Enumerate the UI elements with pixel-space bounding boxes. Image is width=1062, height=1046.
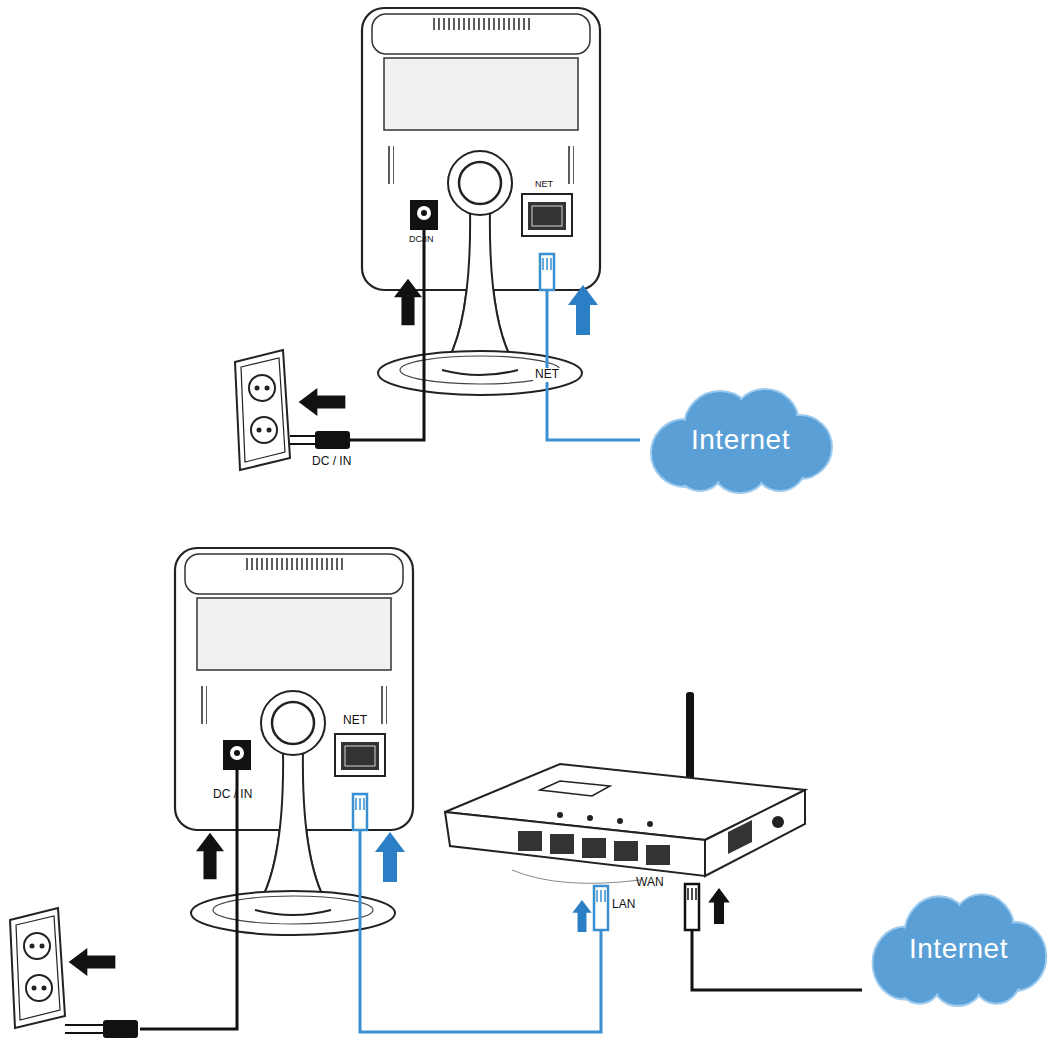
wall-outlet — [235, 350, 290, 470]
port-label: NET — [343, 714, 367, 728]
router-drawing-part — [550, 834, 574, 854]
network-cable — [360, 830, 601, 1032]
router-drawing-part — [687, 888, 689, 900]
router-drawing-part — [685, 884, 699, 930]
arrow-up — [708, 888, 730, 924]
top-set — [235, 8, 600, 470]
power-cord — [140, 770, 237, 1029]
power-cord — [350, 230, 424, 440]
cloud-fill — [874, 896, 1044, 1003]
camera-drawing — [362, 8, 600, 395]
arrow-left — [299, 388, 346, 416]
cloud-puffs — [651, 389, 832, 493]
router-drawing-part — [512, 870, 640, 883]
router-drawing-part — [587, 815, 593, 821]
camera-drawing — [175, 548, 413, 935]
router-drawing-part — [646, 845, 670, 865]
router-drawing-part — [596, 890, 598, 902]
port-label: LAN — [612, 898, 635, 912]
arrow-up-blue — [375, 832, 405, 882]
internet-cloud: Internet — [862, 890, 1054, 1008]
router-drawing-part — [647, 821, 653, 827]
plug-prong — [65, 1024, 103, 1026]
internet-cloud: Internet — [640, 385, 840, 495]
router-drawing-part — [540, 781, 610, 796]
wall-outlet — [10, 908, 65, 1028]
router-drawing-part — [594, 886, 608, 930]
power-plug — [103, 1020, 138, 1038]
cloud-puffs — [873, 894, 1047, 1006]
plug-prong — [65, 1032, 103, 1034]
router-drawing-part — [728, 820, 752, 854]
router-drawing-part — [582, 838, 606, 858]
cloud-label: Internet — [691, 424, 790, 456]
router-drawing-part — [695, 888, 697, 900]
router-drawing-part — [445, 812, 705, 876]
router-drawing-part — [705, 790, 805, 876]
network-cable — [692, 930, 862, 990]
router-drawing-part — [604, 890, 606, 902]
cable-label: NET — [533, 368, 561, 382]
router-drawing-part — [600, 890, 602, 902]
arrow-up-blue — [568, 285, 598, 335]
bottom-set — [10, 548, 805, 1038]
camera-back: DC/IN NET — [362, 8, 600, 290]
camera-back: DC / IN NET — [175, 548, 413, 830]
part-label: DC / IN — [312, 455, 351, 469]
port-label: NET — [535, 179, 553, 189]
plug-prong — [290, 435, 315, 437]
port-label: DC / IN — [213, 788, 252, 802]
router-drawing-part — [691, 888, 693, 900]
router-drawing — [445, 692, 805, 930]
router-drawing-part — [557, 812, 563, 818]
arrow-up — [394, 279, 422, 326]
arrow-left — [69, 948, 116, 976]
cloud-label: Internet — [909, 933, 1008, 965]
port-label: DC/IN — [409, 234, 434, 244]
plug-prong — [290, 443, 315, 445]
router-drawing-part — [614, 841, 638, 861]
router-drawing-part — [772, 816, 784, 828]
power-plug — [315, 431, 350, 449]
arrow-up — [196, 833, 224, 880]
cloud-fill — [653, 391, 830, 491]
router-drawing-part — [518, 831, 542, 851]
router-drawing-part — [617, 818, 623, 824]
network-cable — [547, 290, 640, 440]
port-label: WAN — [636, 876, 664, 890]
router: LANWAN — [440, 690, 810, 930]
arrow-up-blue — [572, 900, 591, 932]
